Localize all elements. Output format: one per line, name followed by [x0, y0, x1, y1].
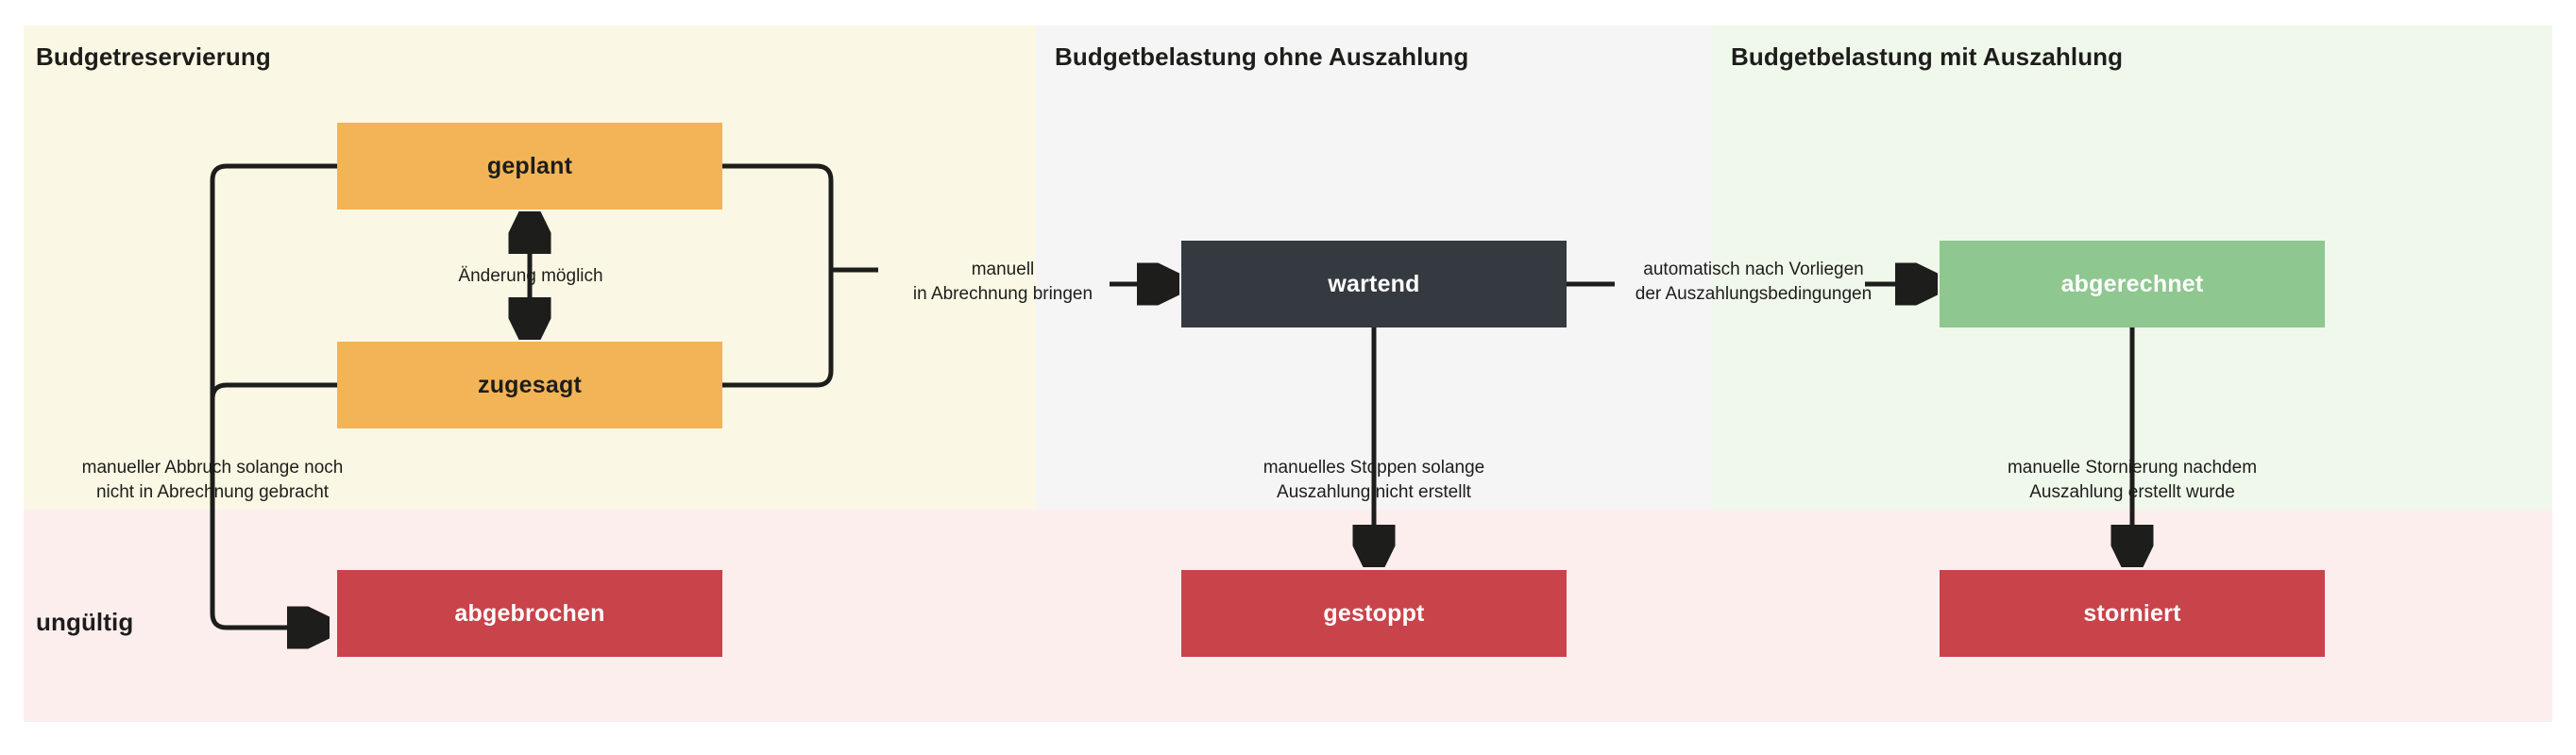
node-label-gestoppt: gestoppt	[1323, 599, 1425, 627]
node-label-abgebrochen: abgebrochen	[454, 599, 605, 627]
node-label-geplant: geplant	[486, 152, 573, 179]
node-storniert[interactable]: storniert	[1940, 570, 2325, 657]
band-title-budgetbelastung-mit-auszahlung: Budgetbelastung mit Auszahlung	[1731, 42, 2124, 71]
node-geplant[interactable]: geplant	[337, 123, 722, 210]
node-zugesagt[interactable]: zugesagt	[337, 342, 722, 428]
node-label-storniert: storniert	[2083, 599, 2181, 627]
edge-label-automatisch-nach-vorliegen: automatisch nach Vorliegen der Auszahlun…	[1635, 260, 1873, 304]
band-title-ungueltig: ungültig	[36, 608, 134, 636]
band-title-budgetreservierung: Budgetreservierung	[36, 42, 271, 71]
band-title-budgetbelastung-ohne-auszahlung: Budgetbelastung ohne Auszahlung	[1055, 42, 1469, 71]
node-label-wartend: wartend	[1328, 270, 1420, 297]
node-abgerechnet[interactable]: abgerechnet	[1940, 241, 2325, 327]
node-label-abgerechnet: abgerechnet	[2060, 270, 2204, 297]
node-abgebrochen[interactable]: abgebrochen	[337, 570, 722, 657]
edge-label-aenderung-moeglich: Änderung möglich	[458, 266, 603, 286]
node-gestoppt[interactable]: gestoppt	[1181, 570, 1567, 657]
edge-label-manuelle-stornierung: manuelle Stornierung nachdem Auszahlung …	[2007, 458, 2258, 502]
edge-label-manuell-in-abrechnung-bringen: manuell in Abrechnung bringen	[912, 260, 1093, 304]
node-wartend[interactable]: wartend	[1181, 241, 1567, 327]
edge-label-manueller-abbruch: manueller Abbruch solange noch nicht in …	[81, 458, 344, 502]
edge-label-manuelles-stoppen: manuelles Stoppen solange Auszahlung nic…	[1263, 458, 1485, 502]
node-label-zugesagt: zugesagt	[478, 371, 582, 398]
